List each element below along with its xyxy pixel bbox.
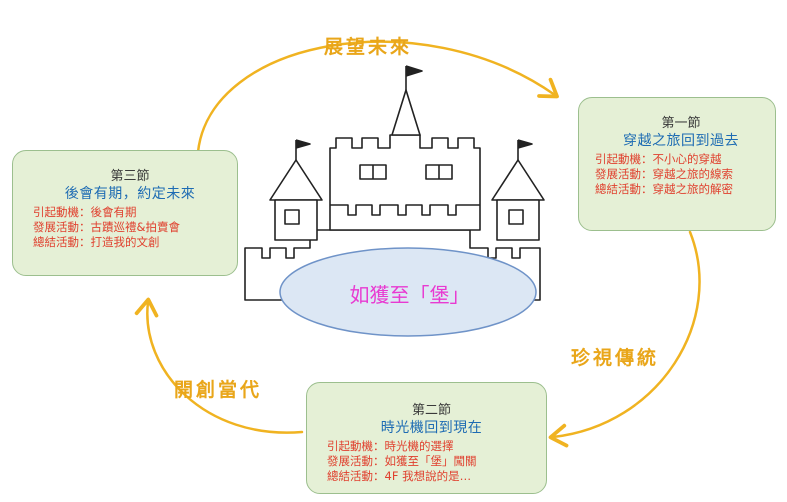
list-item: 總結活動：穿越之旅的解密 <box>595 182 733 196</box>
list-item: 引起動機：時光機的選擇 <box>327 439 454 453</box>
card-subtitle: 後會有期，約定未來 <box>64 186 196 202</box>
card-subtitle: 穿越之旅回到過去 <box>623 133 739 149</box>
card-items: 引起動機：不小心的穿越 發展活動：穿越之旅的線索 總結活動：穿越之旅的解密 <box>595 152 767 197</box>
card-subtitle: 時光機回到現在 <box>380 420 483 436</box>
card-title: 第二節 <box>411 403 451 418</box>
arrow-top <box>196 40 559 154</box>
list-item: 引起動機：後會有期 <box>33 205 137 219</box>
list-item: 總結活動：打造我的文創 <box>33 235 160 249</box>
center-label: 如獲至「堡」 <box>349 283 470 307</box>
card-items: 引起動機：時光機的選擇 發展活動：如獲至「堡」闖關 總結活動：4F 我想說的是… <box>327 439 536 484</box>
arrow-left <box>134 297 304 434</box>
card-title: 第一節 <box>661 116 701 131</box>
card-section-3: 第三節 後會有期，約定未來 引起動機：後會有期 發展活動：古蹟巡禮&拍賣會 總結… <box>12 150 238 276</box>
card-section-2: 第二節 時光機回到現在 引起動機：時光機的選擇 發展活動：如獲至「堡」闖關 總結… <box>306 382 547 494</box>
arrow-right <box>548 230 701 448</box>
list-item: 引起動機：不小心的穿越 <box>595 152 722 166</box>
curve-label-top: 展望未來 <box>324 36 413 58</box>
list-item: 發展活動：如獲至「堡」闖關 <box>327 454 477 468</box>
curve-label-right: 珍視傳統 <box>571 347 660 369</box>
card-section-1: 第一節 穿越之旅回到過去 引起動機：不小心的穿越 發展活動：穿越之旅的線索 總結… <box>578 97 776 231</box>
list-item: 總結活動：4F 我想說的是… <box>327 469 472 483</box>
list-item: 發展活動：古蹟巡禮&拍賣會 <box>33 220 180 234</box>
list-item: 發展活動：穿越之旅的線索 <box>595 167 733 181</box>
curve-label-left: 開創當代 <box>174 379 263 401</box>
card-items: 引起動機：後會有期 發展活動：古蹟巡禮&拍賣會 總結活動：打造我的文創 <box>33 205 227 250</box>
center-ellipse <box>279 247 537 337</box>
card-title: 第三節 <box>110 169 150 184</box>
